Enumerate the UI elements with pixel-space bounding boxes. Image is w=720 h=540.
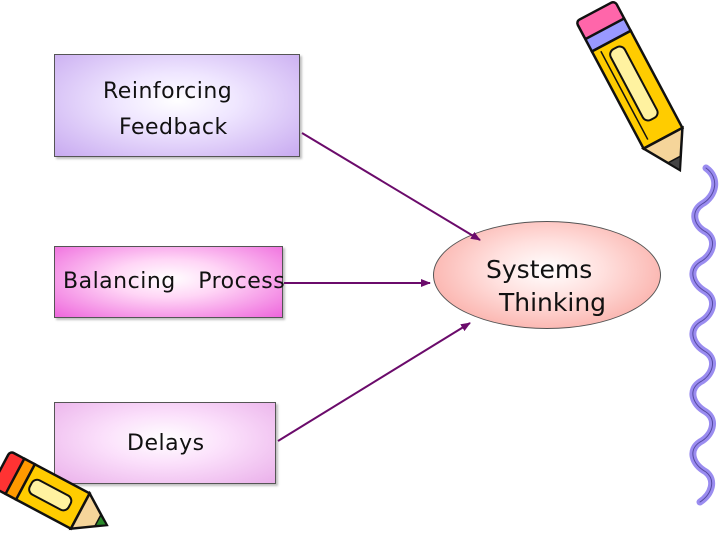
reinforcing-label: Reinforcing: [103, 79, 233, 104]
systems-label: Systems: [486, 255, 593, 284]
delays-label: Delays: [127, 431, 205, 456]
balancing-process-label: Balancing Process: [63, 269, 286, 294]
arrow-reinforcing-to-systems: [301, 132, 481, 241]
feedback-label: Feedback: [119, 115, 228, 140]
balancing-process-box: [54, 246, 283, 318]
thinking-label: Thinking: [499, 288, 607, 317]
reinforcing-feedback-box: [54, 54, 300, 157]
arrow-delays-to-systems: [277, 322, 471, 442]
delays-box: [54, 402, 276, 484]
